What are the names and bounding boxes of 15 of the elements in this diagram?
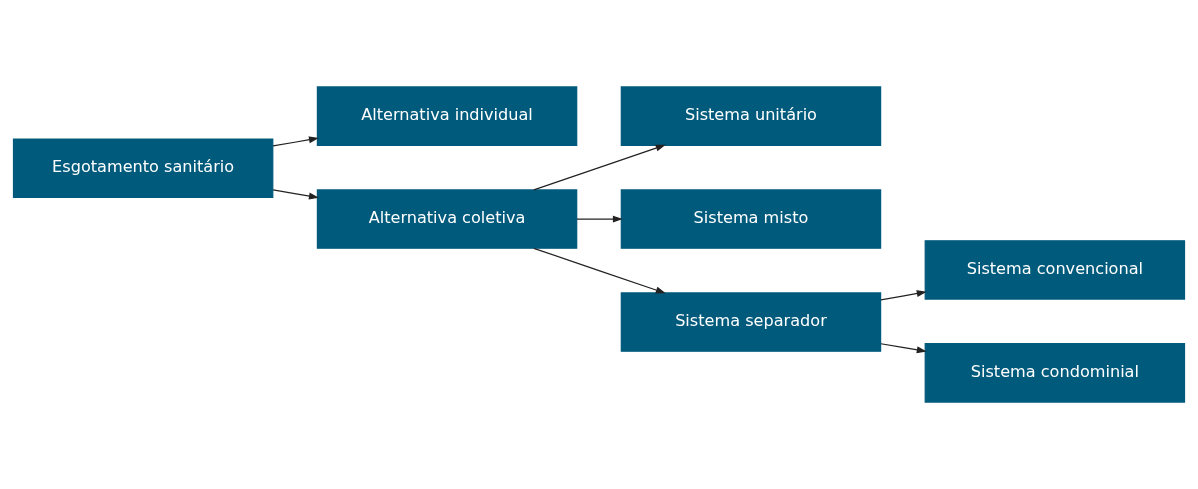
node-box: Sistema separador — [620, 292, 882, 352]
arrow — [272, 189, 319, 200]
node-box: Sistema condominial — [924, 343, 1186, 403]
arrow — [880, 343, 927, 354]
node-box: Sistema misto — [620, 189, 882, 249]
arrow — [533, 144, 666, 191]
arrow — [880, 290, 927, 301]
node-box: Alternativa coletiva — [316, 189, 578, 249]
arrow — [272, 136, 319, 147]
arrow — [533, 247, 666, 294]
node-box: Alternativa individual — [316, 86, 578, 146]
arrow — [576, 215, 623, 223]
node-box: Esgotamento sanitário — [12, 138, 274, 198]
node-box: Sistema unitário — [620, 86, 882, 146]
node-box: Sistema convencional — [924, 240, 1186, 300]
